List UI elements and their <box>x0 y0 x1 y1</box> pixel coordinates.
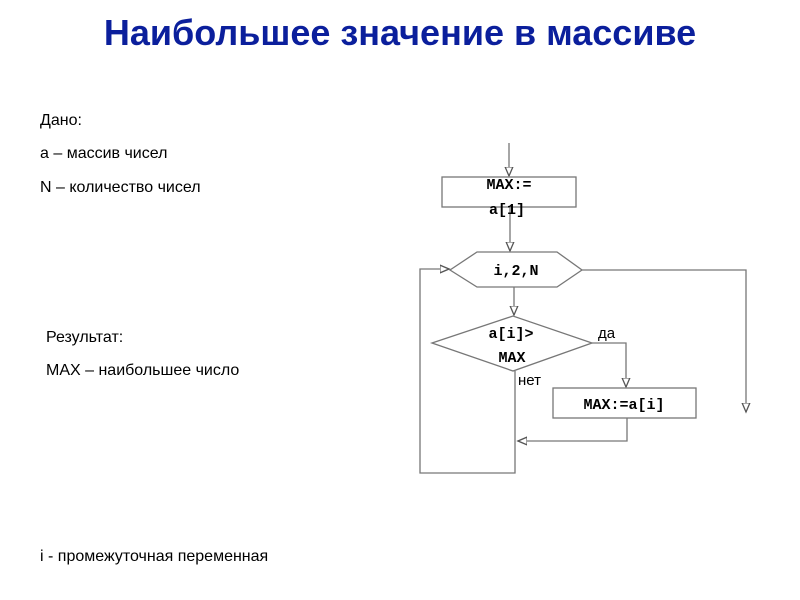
yes-label: да <box>598 325 616 342</box>
assign-text: MAX:=a[i] <box>583 397 664 414</box>
condition-text: MAX <box>498 350 525 367</box>
condition-text: a[i]> <box>488 326 533 343</box>
given-line: N – количество чисел <box>40 179 201 196</box>
loop-text: i,2,N <box>493 263 538 280</box>
given-line: a – массив чисел <box>40 145 168 162</box>
loop-exit-arrow <box>582 269 746 412</box>
merge-arrow <box>518 418 628 441</box>
assign-box <box>552 387 697 419</box>
note: i - промежуточная переменная <box>40 548 269 565</box>
yes-arrow <box>592 342 626 387</box>
result-line: MAX – наибольшее число <box>46 362 240 379</box>
result-heading: Результат: <box>46 329 124 346</box>
init-text: a[1] <box>489 202 525 219</box>
init-box <box>441 176 577 208</box>
no-label: нет <box>518 372 541 389</box>
init-text: MAX:= <box>486 177 531 194</box>
given-heading: Дано: <box>40 112 82 129</box>
loop-back-arrow <box>419 269 516 474</box>
slide-title: Наибольшее значение в массиве <box>103 12 697 53</box>
